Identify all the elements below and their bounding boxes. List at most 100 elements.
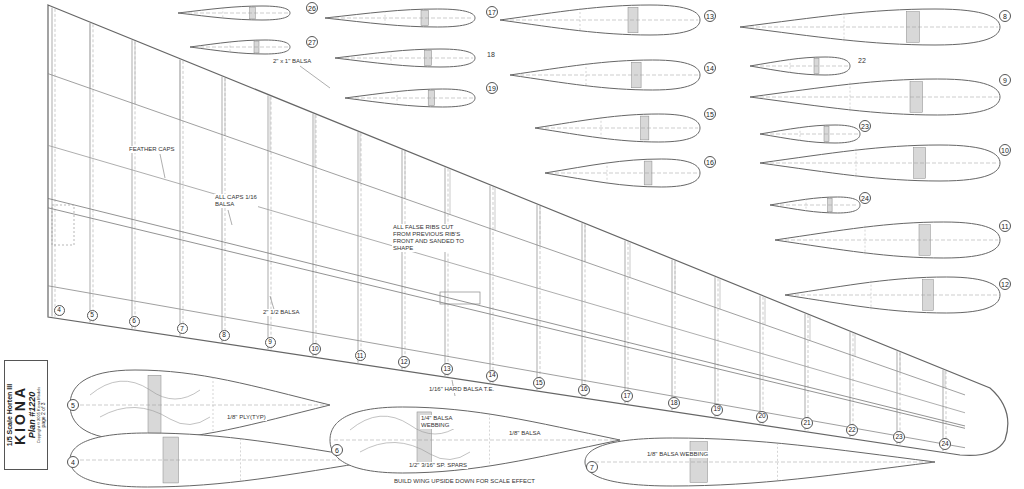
rib-line: [183, 61, 184, 336]
web-line: [240, 438, 241, 481]
callout-number: 26: [308, 5, 316, 12]
rib-line: [361, 133, 362, 363]
rib-line: [808, 315, 809, 431]
rib-line: [675, 261, 676, 411]
callout-number: 22: [857, 57, 867, 65]
false-rib: [810, 316, 811, 341]
rib-line: [853, 333, 854, 437]
note-label: FEATHER CAPS: [128, 146, 176, 153]
note-label: ALL CAPS 1/16 BALSA: [214, 194, 258, 208]
chord-line: [329, 18, 473, 19]
chord-line: [349, 98, 473, 99]
false-rib: [855, 334, 856, 356]
callout-number: 10: [1001, 147, 1009, 154]
rib-profile: [585, 438, 935, 486]
callout-number: 12: [1001, 281, 1009, 288]
callout-number: 5: [71, 402, 75, 409]
chord-line: [764, 163, 998, 164]
callout-circle: 11: [999, 220, 1011, 232]
chord-line: [754, 97, 998, 98]
false-rib: [585, 224, 586, 261]
callout-circle: 9: [265, 337, 276, 348]
callout-number: 8: [1003, 13, 1007, 20]
callout-circle: 15: [533, 377, 545, 389]
callout-circle: 5: [87, 310, 98, 321]
rib-profile: [190, 40, 290, 54]
rib-profile: [178, 6, 290, 20]
rib-profile: [345, 89, 475, 107]
callout-number: 27: [308, 39, 316, 46]
chord-line: [504, 20, 698, 21]
chord-line: [539, 128, 698, 129]
web-line: [871, 281, 872, 310]
callout-number: 16: [706, 159, 714, 166]
callout-number: 10: [311, 346, 318, 353]
callout-number: 18: [486, 51, 496, 59]
web-line: [790, 59, 791, 73]
false-rib: [135, 41, 136, 104]
note-label: 1/8" BALSA WEBBING: [646, 451, 709, 458]
callout-circle: 7: [586, 461, 598, 473]
callout-circle: 24: [859, 192, 871, 204]
false-rib: [225, 78, 226, 136]
callout-number: 24: [861, 195, 869, 202]
callout-circle: 6: [331, 444, 343, 456]
rib-line: [540, 206, 541, 390]
rib-profile: [750, 57, 850, 75]
rib-line: [402, 150, 403, 370]
web-line: [397, 91, 398, 105]
web-line: [607, 162, 608, 184]
callout-number: 4: [71, 459, 75, 466]
chord-line: [589, 462, 933, 463]
callout-circle: 19: [486, 82, 498, 94]
callout-circle: 27: [306, 36, 318, 48]
rib-profile: [325, 9, 475, 27]
false-rib: [630, 243, 631, 278]
rib-line: [493, 187, 494, 383]
callout-number: 22: [848, 427, 855, 434]
callout-circle: 14: [704, 62, 716, 74]
rib-line: [358, 132, 359, 363]
callout-circle: 23: [859, 120, 871, 132]
false-rib: [315, 115, 316, 168]
web-line: [844, 13, 845, 42]
web-line: [856, 149, 857, 178]
callout-circle: 10: [309, 343, 321, 355]
chord-line: [754, 66, 848, 67]
callout-circle: 13: [441, 363, 453, 375]
web-line: [391, 51, 392, 65]
web-line: [580, 8, 581, 32]
rib-line: [52, 8, 53, 317]
rib-line: [405, 151, 406, 370]
note-label: 1/2" 3/16" SP. SPARS: [408, 462, 468, 469]
rib-line: [225, 78, 226, 343]
rib-line: [90, 23, 91, 322]
chord-line: [774, 205, 858, 206]
rib-profile: [545, 159, 700, 187]
chord-line: [194, 47, 288, 48]
false-rib: [270, 96, 271, 151]
web-line: [800, 127, 801, 141]
aileron-fitting: [440, 292, 480, 304]
web-line: [586, 63, 587, 87]
callout-circle: 4: [54, 305, 65, 316]
rib-line: [628, 242, 629, 404]
note-label: 2" 1/2 BALSA: [262, 309, 301, 316]
chord-line: [789, 295, 998, 296]
chord-line: [74, 405, 328, 406]
callout-circle: 12: [999, 278, 1011, 290]
rib-line: [715, 277, 716, 417]
rib-profile: [510, 60, 700, 90]
callout-circle: 20: [756, 411, 768, 423]
callout-number: 14: [488, 372, 495, 379]
note-label: 1/8" BALSA: [508, 430, 541, 437]
wing-outline: [48, 5, 1008, 455]
note-label: 1/8" PLY(TYP): [226, 414, 267, 421]
rib-line: [313, 114, 314, 356]
rib-line: [180, 60, 181, 336]
callout-number: 4: [57, 307, 61, 314]
rib-line: [850, 332, 851, 437]
callout-number: 24: [941, 441, 948, 448]
note-label: ALL FALSE RIBS CUT FROM PREVIOUS RIB'S F…: [392, 224, 468, 252]
